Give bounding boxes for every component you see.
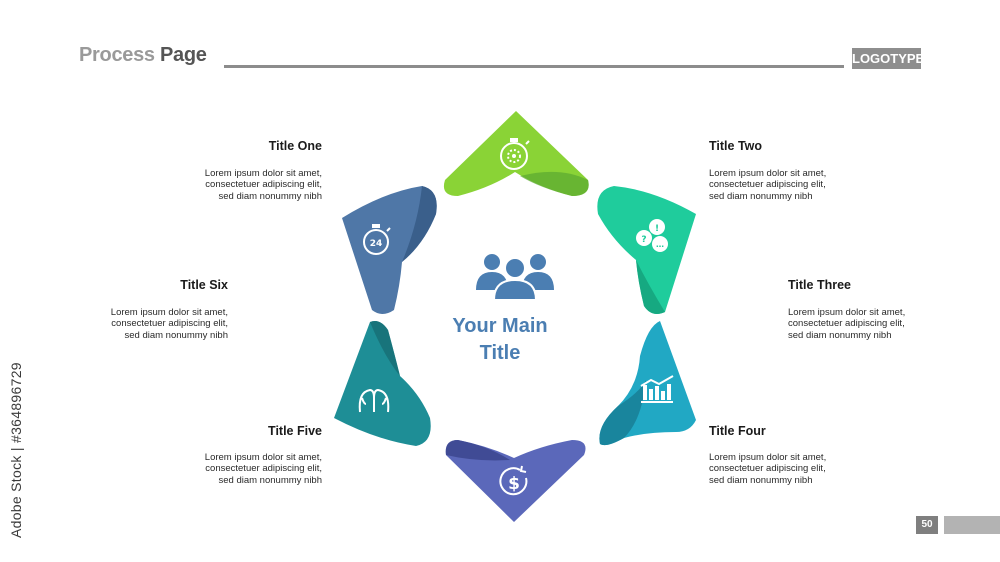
step-four-text: Lorem ipsum dolor sit amet, consectetuer… (709, 452, 827, 486)
step-five-text: Lorem ipsum dolor sit amet, consectetuer… (204, 452, 322, 486)
petal-one (342, 186, 437, 314)
team-icon (476, 254, 554, 301)
svg-text:24: 24 (370, 239, 383, 249)
step-three-title: Title Three (788, 278, 851, 292)
petal-five (445, 440, 586, 522)
chat-bubbles-icon: ! ? … (636, 219, 668, 252)
header-divider (224, 65, 844, 68)
page-title: Process Page (79, 44, 207, 66)
bar-chart-icon (640, 375, 674, 403)
footer-bar (944, 516, 1000, 534)
two-heads-icon (358, 388, 390, 413)
step-two-shape (443, 111, 589, 196)
svg-text:$: $ (508, 474, 520, 494)
stopwatch-gear-icon (500, 138, 530, 170)
svg-text:…: … (656, 240, 664, 249)
step-four-title: Title Four (709, 424, 766, 438)
step-five-title: Title Five (268, 424, 322, 438)
page-number: 50 (916, 516, 938, 534)
step-three-text: Lorem ipsum dolor sit amet, consectetuer… (788, 307, 906, 341)
step-six-shape (334, 321, 431, 446)
step-three-shape (597, 186, 696, 314)
stopwatch-24-icon: 24 (363, 224, 391, 255)
step-two-title: Title Two (709, 139, 763, 153)
svg-text:!: ! (655, 224, 659, 234)
svg-text:?: ? (641, 235, 646, 245)
step-one-title: Title One (268, 139, 322, 153)
step-one-shape (342, 186, 437, 314)
step-one-text: Lorem ipsum dolor sit amet, consectetuer… (204, 168, 322, 202)
main-title: Your Main Title (452, 315, 548, 364)
step-five-shape (445, 440, 586, 522)
petal-three (597, 186, 696, 314)
stock-watermark: Adobe Stock | #364896729 (4, 318, 30, 538)
petal-six (334, 321, 431, 446)
watermark-text: Adobe Stock | #364896729 (8, 362, 24, 538)
step-six-title: Title Six (180, 278, 228, 292)
logo: LOGOTYPE (852, 48, 924, 69)
step-six-text: Lorem ipsum dolor sit amet, consectetuer… (110, 307, 228, 341)
step-two-text: Lorem ipsum dolor sit amet, consectetuer… (709, 168, 827, 202)
dollar-cycle-icon: $ (499, 465, 528, 496)
